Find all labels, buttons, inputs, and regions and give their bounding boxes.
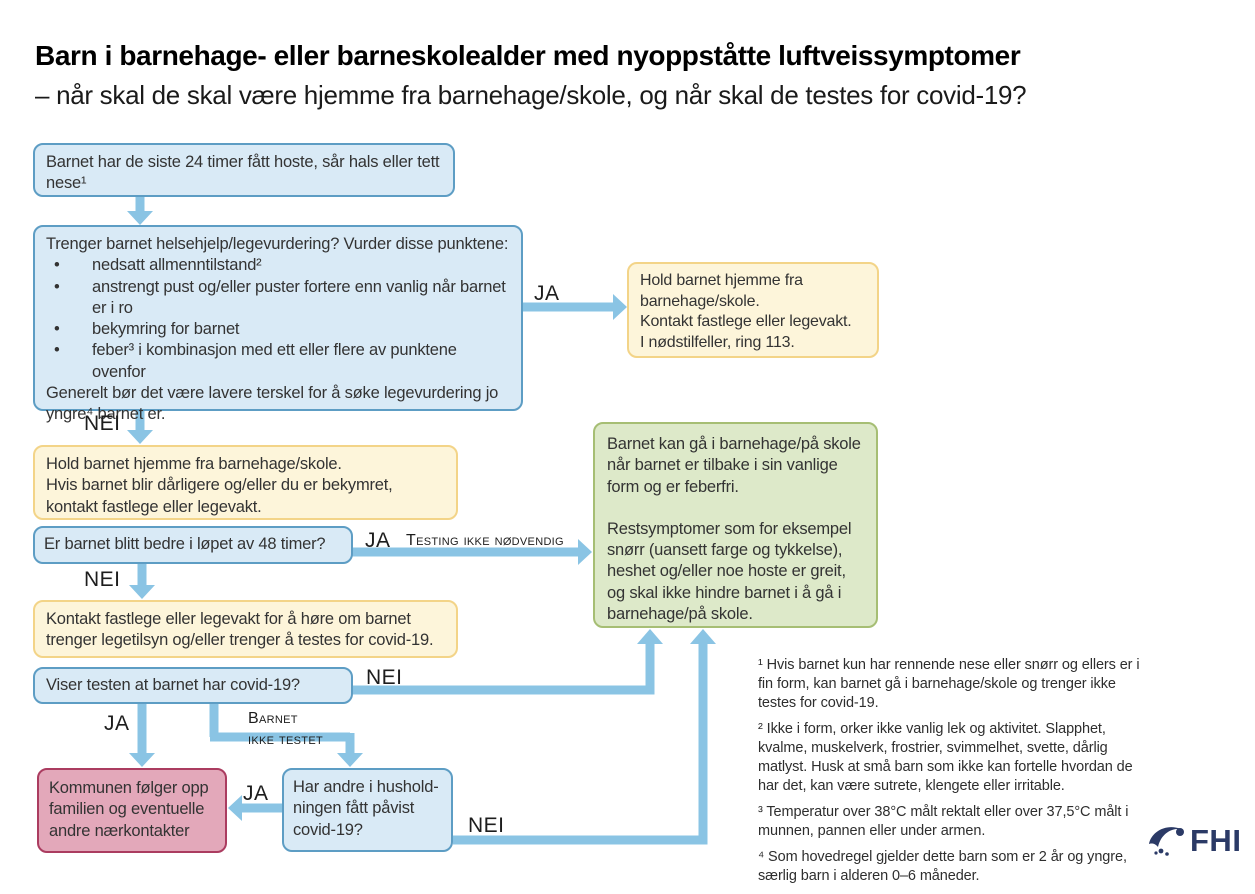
flow-node-test-result: Viser testen at barnet har covid-19? [33,667,353,704]
label-nei-3: NEI [366,666,403,689]
assessment-bullet-3: • bekymring for barnet [46,319,510,340]
label-nei-4: NEI [468,814,505,837]
arrow-not-tested [209,704,355,754]
recovered-paragraph-2: Restsymptomer som for eksempel snørr (ua… [607,519,852,623]
arrow-nei-up-1 [353,643,655,695]
household-line: ningen fått påvist [293,799,415,818]
flow-node-stay-home: Hold barnet hjemme fra barnehage/skole. … [33,445,458,520]
flow-node-help-now: Hold barnet hjemme fra barnehage/skole. … [627,262,879,358]
fhi-logo-icon [1149,827,1184,856]
contact-test-text: Kontakt fastlege eller legevakt for å hø… [46,610,434,650]
label-nei-1: NEI [84,412,121,435]
page-title: Barn i barnehage- eller barneskolealder … [35,40,1021,71]
followup-text: Kommunen følger opp familien og eventuel… [49,779,209,840]
fhi-logo-text: FHI [1190,823,1242,858]
stay-home-line: Hold barnet hjemme fra barnehage/skole. [46,455,342,473]
recovered-paragraph-1: Barnet kan gå i barnehage/på skole når b… [607,435,861,496]
flow-node-followup: Kommunen følger opp familien og eventuel… [37,768,227,853]
assessment-footer: Generelt bør det være lavere terskel for… [46,383,499,424]
assessment-bullet-1: • nedsatt allmenntilstand² [46,255,510,276]
label-nei-2: NEI [84,568,121,591]
stay-home-line: Hvis barnet blir dårligere og/eller du e… [46,476,393,516]
label-ja-3: JA [104,712,130,735]
test-result-text: Viser testen at barnet har covid-19? [46,675,300,694]
paragraph-spacer [607,498,864,519]
arrow-nei-up-2 [453,643,708,845]
label-ja-1: JA [534,282,560,305]
flow-node-assessment: Trenger barnet helsehjelp/legevurdering?… [33,225,523,423]
label-testing-note: Testing ikke nødvendig [406,532,564,549]
help-now-line: Hold barnet hjemme fra barnehage/skole. [640,272,803,310]
flow-node-contact-test: Kontakt fastlege eller legevakt for å hø… [33,600,458,658]
bullet-icon: • [54,320,60,339]
flow-node-recovered: Barnet kan gå i barnehage/på skole når b… [593,422,878,628]
footnotes: ¹ Hvis barnet kun har rennende nese elle… [758,656,1154,893]
assessment-lead: Trenger barnet helsehjelp/legevurdering?… [46,235,509,253]
household-line: covid-19? [293,820,363,839]
assessment-bullet-4: • feber³ i kombinasjon med ett eller fle… [46,340,510,383]
bullet-icon: • [54,256,60,275]
help-now-line: Kontakt fastlege eller legevakt. [640,313,852,331]
label-ja-2: JA [365,529,391,552]
flow-node-start-text: Barnet har de siste 24 timer fått hoste,… [46,153,440,193]
assessment-bullet-2: • anstrengt pust og/eller puster fortere… [46,277,510,320]
flow-node-household: Har andre i hushold- ningen fått påvist … [282,768,453,852]
bullet-icon: • [54,277,60,296]
footnote-3: ³ Temperatur over 38°C målt rektalt elle… [758,803,1129,839]
better-48h-text: Er barnet blitt bedre i løpet av 48 time… [44,535,326,554]
footnote-1: ¹ Hvis barnet kun har rennende nese elle… [758,657,1140,711]
footnote-2: ² Ikke i form, orker ikke vanlig lek og … [758,720,1133,794]
help-now-line: I nødstilfeller, ring 113. [640,333,795,351]
fhi-logo: FHI [1146,820,1241,862]
bullet-icon: • [54,341,60,360]
label-not-tested-1: Barnet [248,710,298,727]
label-ja-4: JA [243,782,269,805]
label-not-tested-2: ikke testet [248,731,323,748]
footnote-4: ⁴ Som hovedregel gjelder dette barn som … [758,848,1127,884]
flow-node-better-48h: Er barnet blitt bedre i løpet av 48 time… [33,526,353,564]
page-subtitle: – når skal de skal være hjemme fra barne… [35,80,1027,110]
household-line: Har andre i hushold- [293,778,439,796]
flow-node-start: Barnet har de siste 24 timer fått hoste,… [33,143,455,197]
